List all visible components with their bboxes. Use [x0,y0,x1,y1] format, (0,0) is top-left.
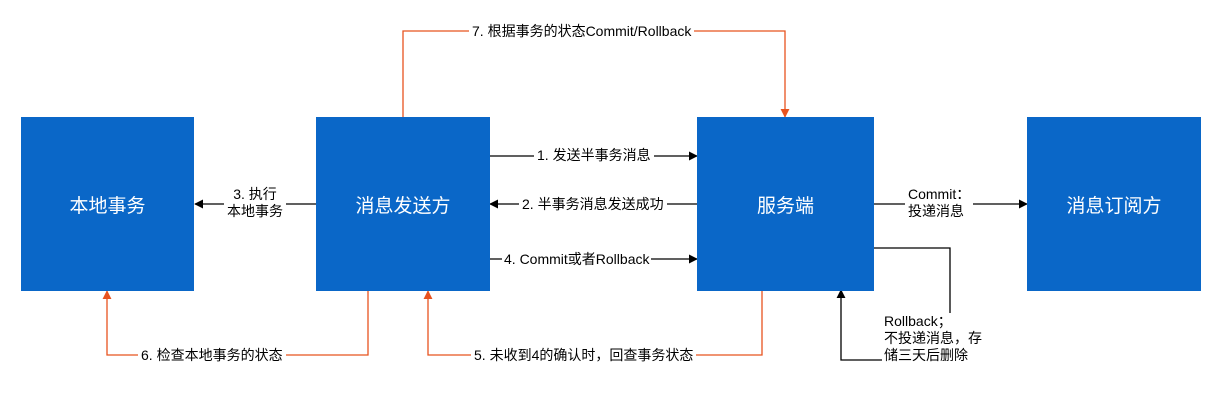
label-step6: 6. 检查本地事务的状态 [138,347,286,364]
node-server: 服务端 [697,117,874,291]
label-step7: 7. 根据事务的状态Commit/Rollback [469,23,695,40]
node-server-label: 服务端 [756,195,814,217]
label-rollback-line1: Rollback； [884,313,952,329]
arrow-step5 [423,290,763,356]
arrow-step6 [102,290,369,356]
node-message-subscriber-label: 消息订阅方 [1066,195,1162,217]
node-message-producer: 消息发送方 [316,117,490,291]
node-message-producer-label: 消息发送方 [355,195,451,217]
label-step1: 1. 发送半事务消息 [534,147,654,164]
label-commit: Commit： 投递消息 [905,186,974,220]
label-commit-line1: Commit： [908,186,971,202]
node-local-transaction-label: 本地事务 [69,195,146,217]
label-step4: 4. Commit或者Rollback [502,251,652,268]
label-rollback-line2: 不投递消息，存 [884,330,982,346]
node-local-transaction: 本地事务 [21,117,194,291]
label-step5: 5. 未收到4的确认时，回查事务状态 [471,347,697,364]
label-commit-line2: 投递消息 [908,203,964,219]
arrow-step7 [402,30,790,118]
label-step2: 2. 半事务消息发送成功 [519,196,667,213]
label-rollback-line3: 储三天后删除 [884,347,968,363]
label-step3: 3. 执行 本地事务 [224,186,286,220]
label-rollback: Rollback； 不投递消息，存 储三天后删除 [882,313,984,364]
node-message-subscriber: 消息订阅方 [1027,117,1201,291]
label-step3-line2: 本地事务 [227,203,283,219]
label-step3-line1: 3. 执行 [233,186,277,202]
